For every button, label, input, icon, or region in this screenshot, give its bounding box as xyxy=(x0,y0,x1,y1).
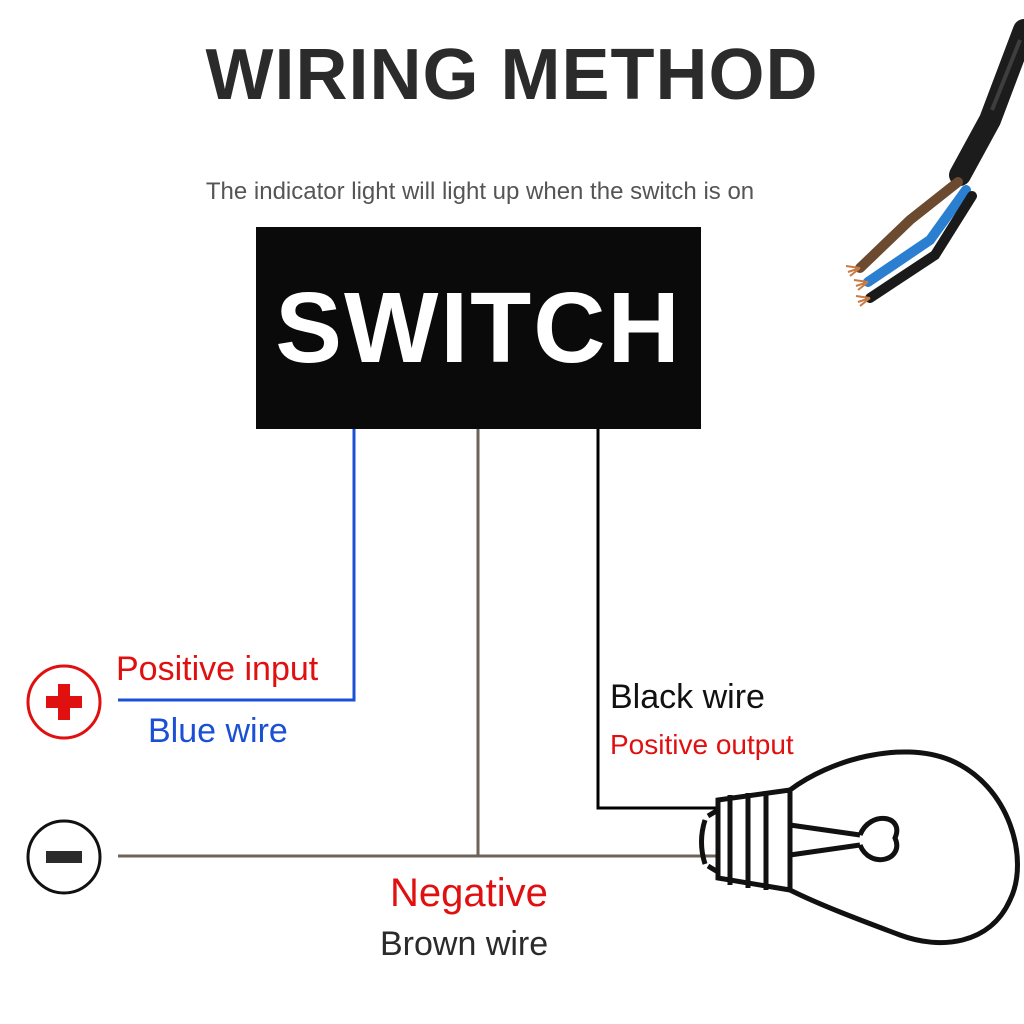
page-title: WIRING METHOD xyxy=(205,35,819,115)
cable-photo xyxy=(845,19,1024,307)
blue-wire-line xyxy=(118,429,356,702)
switch-box xyxy=(256,227,701,429)
black-wire-label: Black wire xyxy=(610,678,765,716)
blue-wire-label: Blue wire xyxy=(148,712,288,750)
page-subtitle: The indicator light will light up when t… xyxy=(205,178,755,205)
switch-label: SWITCH xyxy=(275,272,682,384)
negative-label: Negative xyxy=(390,871,548,915)
brown-wire-line xyxy=(118,429,720,858)
brown-wire-label: Brown wire xyxy=(380,925,549,963)
light-bulb-icon xyxy=(699,749,1020,946)
plus-icon xyxy=(26,664,102,740)
positive-input-label: Positive input xyxy=(116,650,319,688)
minus-icon xyxy=(26,819,102,895)
black-wire-line xyxy=(596,429,720,810)
positive-output-label: Positive output xyxy=(610,729,794,760)
